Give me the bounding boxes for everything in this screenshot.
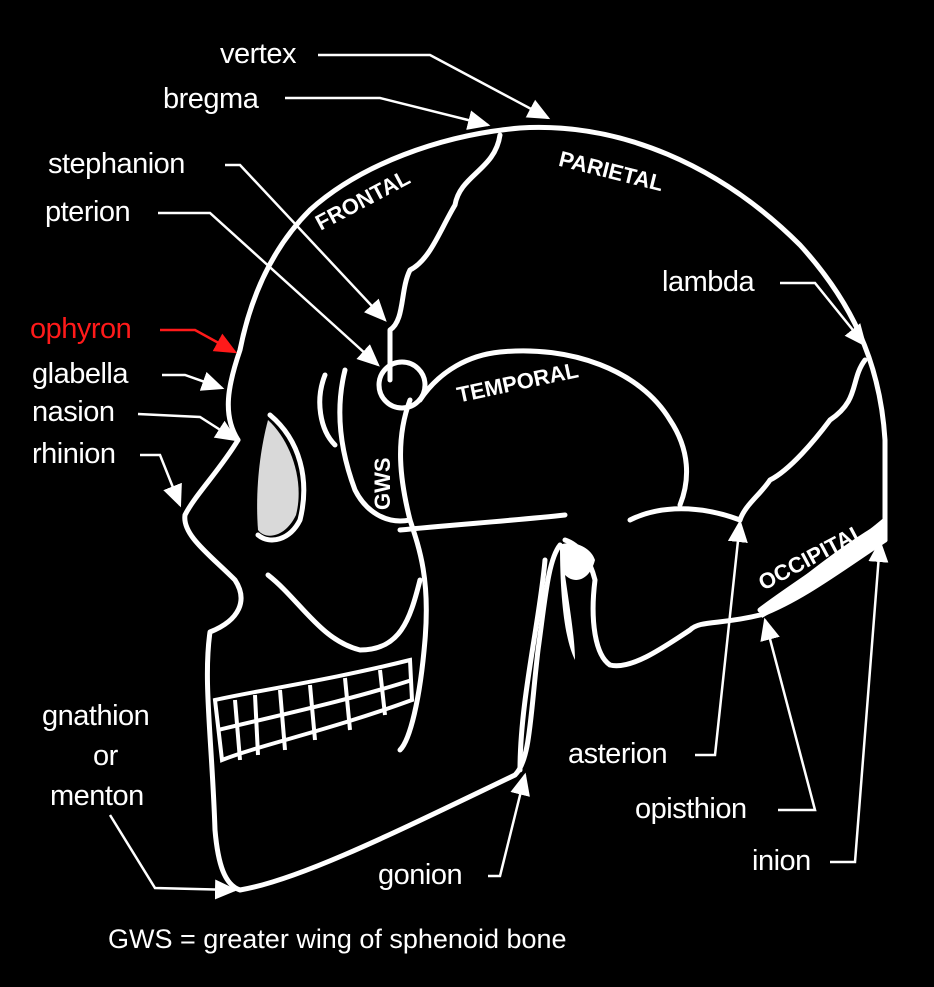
- label-asterion: asterion: [568, 738, 668, 770]
- maxilla: [265, 572, 423, 653]
- coronoid: [397, 517, 429, 753]
- leader-glabella: [162, 371, 225, 391]
- coronal-suture: [387, 132, 503, 383]
- leader-asterion: [695, 519, 748, 757]
- label-inion: inion: [752, 845, 811, 877]
- zygoma: [317, 372, 338, 448]
- mandible-ramus: [517, 557, 548, 773]
- leader-nasion: [137, 412, 239, 442]
- leader-vertex: [318, 53, 551, 120]
- teeth: [212, 657, 415, 763]
- mastoid-line: [627, 506, 743, 523]
- occipital-fill: [760, 520, 885, 618]
- label-ophyron: ophyron: [30, 313, 132, 345]
- leader-stephanion: [225, 163, 387, 322]
- caption: GWS = greater wing of sphenoid bone: [108, 924, 567, 954]
- mastoid-process: [560, 543, 595, 660]
- leader-lines: [108, 53, 889, 900]
- orbit-fill: [257, 420, 299, 536]
- label-bregma: bregma: [163, 83, 259, 115]
- leader-rhinion: [140, 453, 182, 508]
- leader-inion: [830, 539, 889, 864]
- leader-lambda: [780, 281, 867, 347]
- leader-bregma: [285, 96, 491, 130]
- leader-gonion: [488, 772, 530, 878]
- temporal-outline: [417, 348, 690, 508]
- leader-ophyron: [160, 328, 238, 354]
- pterion-circle: [376, 359, 428, 411]
- leader-gnathion: [108, 814, 238, 900]
- label-rhinion: rhinion: [32, 438, 116, 470]
- label-stephanion: stephanion: [48, 148, 185, 180]
- label-nasion: nasion: [32, 396, 115, 428]
- leader-opisthion: [760, 617, 817, 812]
- bone-gws: GWS: [370, 457, 395, 510]
- label-opisthion: opisthion: [635, 793, 747, 825]
- gws-outline: [337, 367, 413, 524]
- label-glabella: glabella: [32, 358, 128, 390]
- face-outline: [182, 437, 563, 893]
- lambdoid-suture: [737, 357, 868, 523]
- label-gnathion: gnathion: [42, 700, 150, 732]
- label-gonion: gonion: [378, 859, 463, 891]
- leader-pterion: [158, 211, 380, 367]
- occipital-base: [562, 537, 888, 669]
- label-vertex: vertex: [220, 38, 296, 70]
- label-or: or: [93, 740, 118, 772]
- orbit-rim: [255, 412, 307, 543]
- label-lambda: lambda: [662, 266, 755, 298]
- label-pterion: pterion: [45, 196, 131, 228]
- label-menton: menton: [50, 780, 144, 812]
- zygomatic-arch: [397, 512, 568, 533]
- cranium-outline: [225, 124, 888, 543]
